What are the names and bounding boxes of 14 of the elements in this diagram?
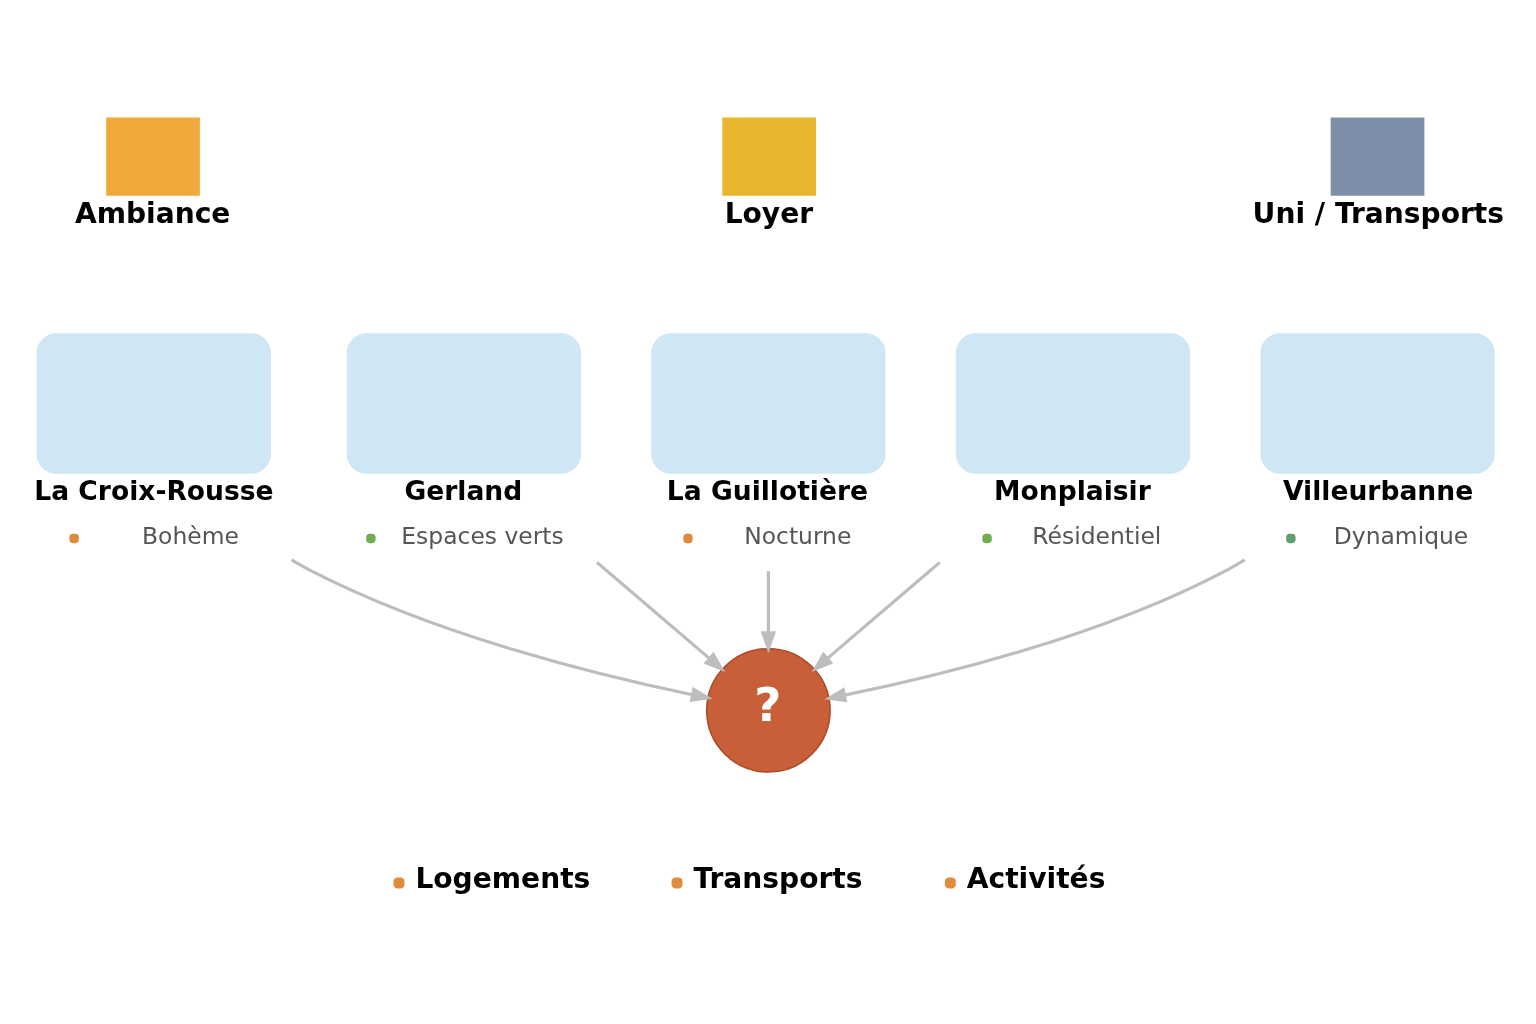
node-box — [722, 117, 817, 196]
node-label: Ambiance — [74, 196, 231, 230]
arrow — [595, 561, 726, 672]
node-label: Uni / Transports — [1252, 196, 1505, 230]
label: Logements — [415, 862, 591, 896]
label: Transports — [693, 862, 863, 896]
node-box — [106, 117, 200, 196]
arrow — [811, 561, 941, 672]
label: Activités — [966, 862, 1106, 896]
arrow — [290, 558, 713, 702]
node-box — [1330, 117, 1425, 196]
arrow — [824, 558, 1246, 703]
arrow — [760, 571, 777, 654]
node-label: Loyer — [724, 196, 814, 230]
